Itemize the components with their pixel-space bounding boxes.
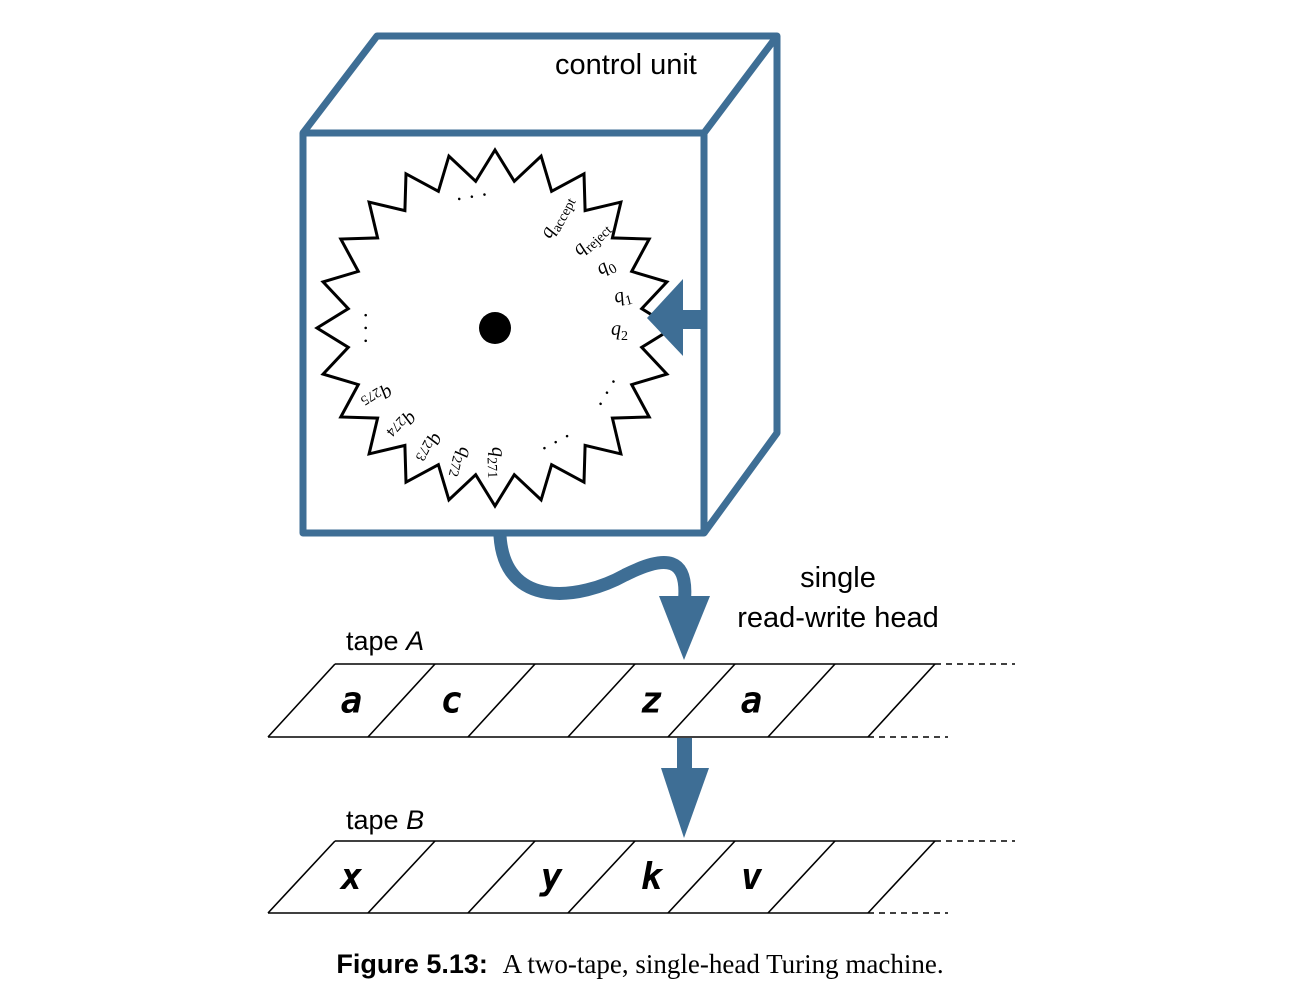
tape-cell-divider <box>567 663 636 738</box>
dial-state-label: q2 <box>611 318 628 344</box>
tape-cell-divider <box>867 663 936 738</box>
tape-cell-divider <box>567 840 636 914</box>
head-label-line2: read-write head <box>737 602 939 634</box>
control-unit-label: control unit <box>555 49 697 81</box>
tape-cell-symbol: a <box>741 681 763 722</box>
tape-cell-divider <box>367 663 436 738</box>
head-label-line1: single <box>800 562 876 594</box>
tape-cell-divider <box>867 840 936 914</box>
tape-cell-divider <box>767 840 836 914</box>
caption-text: A two-tape, single-head Turing machine. <box>503 949 944 979</box>
tape-cell-symbol: k <box>641 857 664 898</box>
box-top-face <box>300 32 781 136</box>
state-dial: qacceptqrejectq0q1q2q271q272q273q274q275… <box>314 147 676 509</box>
dial-ellipsis: · · · <box>453 181 490 211</box>
figure-caption: Figure 5.13: A two-tape, single-head Tur… <box>336 949 943 979</box>
read-write-head-arrow <box>493 535 710 660</box>
state-pointer-arrow <box>647 279 707 356</box>
tape-cell-symbol: v <box>741 857 763 898</box>
tape-cell-divider <box>267 840 336 914</box>
tape-b-label: tape B <box>346 805 424 835</box>
dial-ellipsis: · · · <box>353 312 378 345</box>
tape-cell-divider <box>367 840 436 914</box>
box-front-face <box>299 129 708 537</box>
tape-a-label: tape A <box>346 626 424 656</box>
tape-cell-symbol: x <box>339 857 363 898</box>
caption-label: Figure 5.13: <box>336 949 488 979</box>
tape-cell-divider <box>667 840 736 914</box>
tape-cell-divider <box>267 663 336 738</box>
dial-state-label: q271 <box>483 447 510 479</box>
tape-a-to-tape-b-arrow <box>661 738 709 838</box>
tape-cell-divider <box>767 663 836 738</box>
tape-cell-symbol: c <box>441 681 463 722</box>
tape-cell-symbol: z <box>641 681 663 722</box>
tape-cell-divider <box>467 840 536 914</box>
control-unit-box <box>299 32 781 537</box>
tape-cell-divider <box>467 663 536 738</box>
dial-center-pin <box>479 312 511 344</box>
tape-cell-symbol: a <box>341 681 363 722</box>
dial-state-label: q272 <box>445 444 477 480</box>
box-side-face <box>701 36 781 536</box>
tape-cell-symbol: y <box>539 857 564 898</box>
tape-cell-divider <box>667 663 736 738</box>
